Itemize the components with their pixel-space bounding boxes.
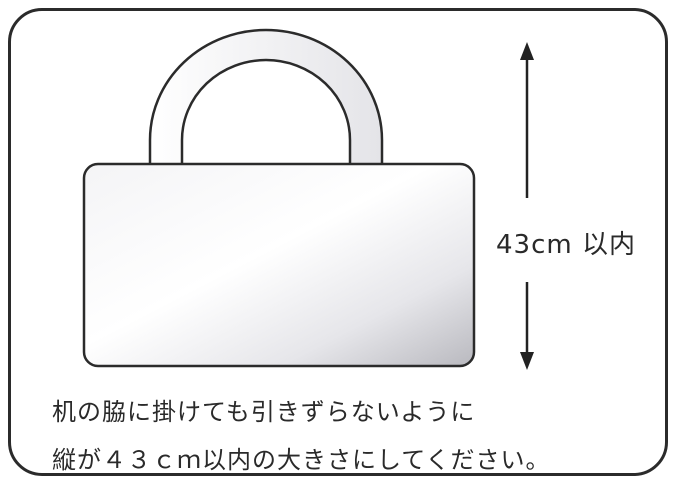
caption-line-1: 机の脇に掛けても引きずらないように [52, 398, 476, 426]
height-limit-label: 43cm 以内 [496, 230, 636, 260]
height-arrow-bottom [520, 282, 534, 370]
bag-handle [148, 28, 384, 168]
height-arrow-top [520, 42, 534, 198]
caption-line-2: 縦が４３ｃｍ以内の大きさにしてください。 [52, 446, 551, 474]
bag-body [82, 162, 476, 368]
